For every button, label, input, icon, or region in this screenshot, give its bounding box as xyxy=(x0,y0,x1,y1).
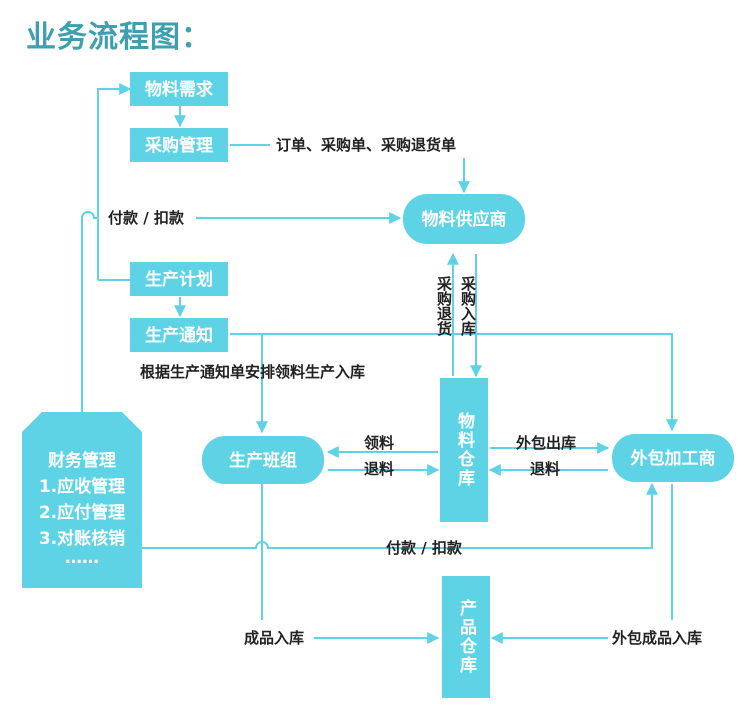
node-prod-notice xyxy=(130,318,228,352)
finance-title: 财务管理 xyxy=(47,450,116,471)
node-finance xyxy=(22,412,142,588)
finance-item-2: 2.应付管理 xyxy=(39,502,125,523)
label-payment-top: 付款 / 扣款 xyxy=(108,209,185,227)
finance-item-4: …… xyxy=(65,548,99,568)
node-material-warehouse-label: 物料仓库 xyxy=(454,411,476,488)
node-outsource-label: 外包加工商 xyxy=(631,448,716,469)
node-material-warehouse xyxy=(440,378,488,522)
node-purchase-mgmt-label: 采购管理 xyxy=(144,135,213,156)
node-prod-notice-label: 生产通知 xyxy=(145,325,213,346)
node-supplier-label: 物料供应商 xyxy=(422,209,507,230)
label-pick: 领料 xyxy=(363,434,394,452)
line-finance-to-demand xyxy=(81,83,132,412)
node-product-warehouse-label: 产品仓库 xyxy=(456,598,478,675)
label-outsource-out: 外包出库 xyxy=(515,434,576,452)
arrow-notice-to-outsource xyxy=(230,333,678,432)
page-title: 业务流程图： xyxy=(26,20,212,55)
finance-item-3: 3.对账核销 xyxy=(39,528,125,549)
node-material-demand-label: 物料需求 xyxy=(145,79,213,100)
label-notice-desc: 根据生产通知单安排领料生产入库 xyxy=(140,363,365,381)
label-orders: 订单、采购单、采购退货单 xyxy=(276,136,456,154)
node-supplier xyxy=(403,194,525,244)
node-prod-team-label: 生产班组 xyxy=(229,450,297,471)
label-purchase-in: 采购入库 xyxy=(459,275,477,337)
label-product-in: 成品入库 xyxy=(244,629,304,647)
finance-item-1: 1.应收管理 xyxy=(39,476,125,497)
node-material-demand xyxy=(130,72,228,106)
node-product-warehouse xyxy=(442,576,490,698)
node-prod-plan-label: 生产计划 xyxy=(145,269,213,290)
label-outsource-product-in: 外包成品入库 xyxy=(611,629,702,647)
label-purchase-return: 采购退货 xyxy=(435,275,453,337)
label-return-left: 退料 xyxy=(364,460,394,478)
node-prod-plan xyxy=(130,262,228,296)
label-payment-bottom: 付款 / 扣款 xyxy=(386,539,463,557)
node-prod-team xyxy=(202,436,324,484)
node-outsource xyxy=(612,434,734,482)
node-purchase-mgmt xyxy=(130,128,228,162)
label-return-right: 退料 xyxy=(530,460,560,478)
